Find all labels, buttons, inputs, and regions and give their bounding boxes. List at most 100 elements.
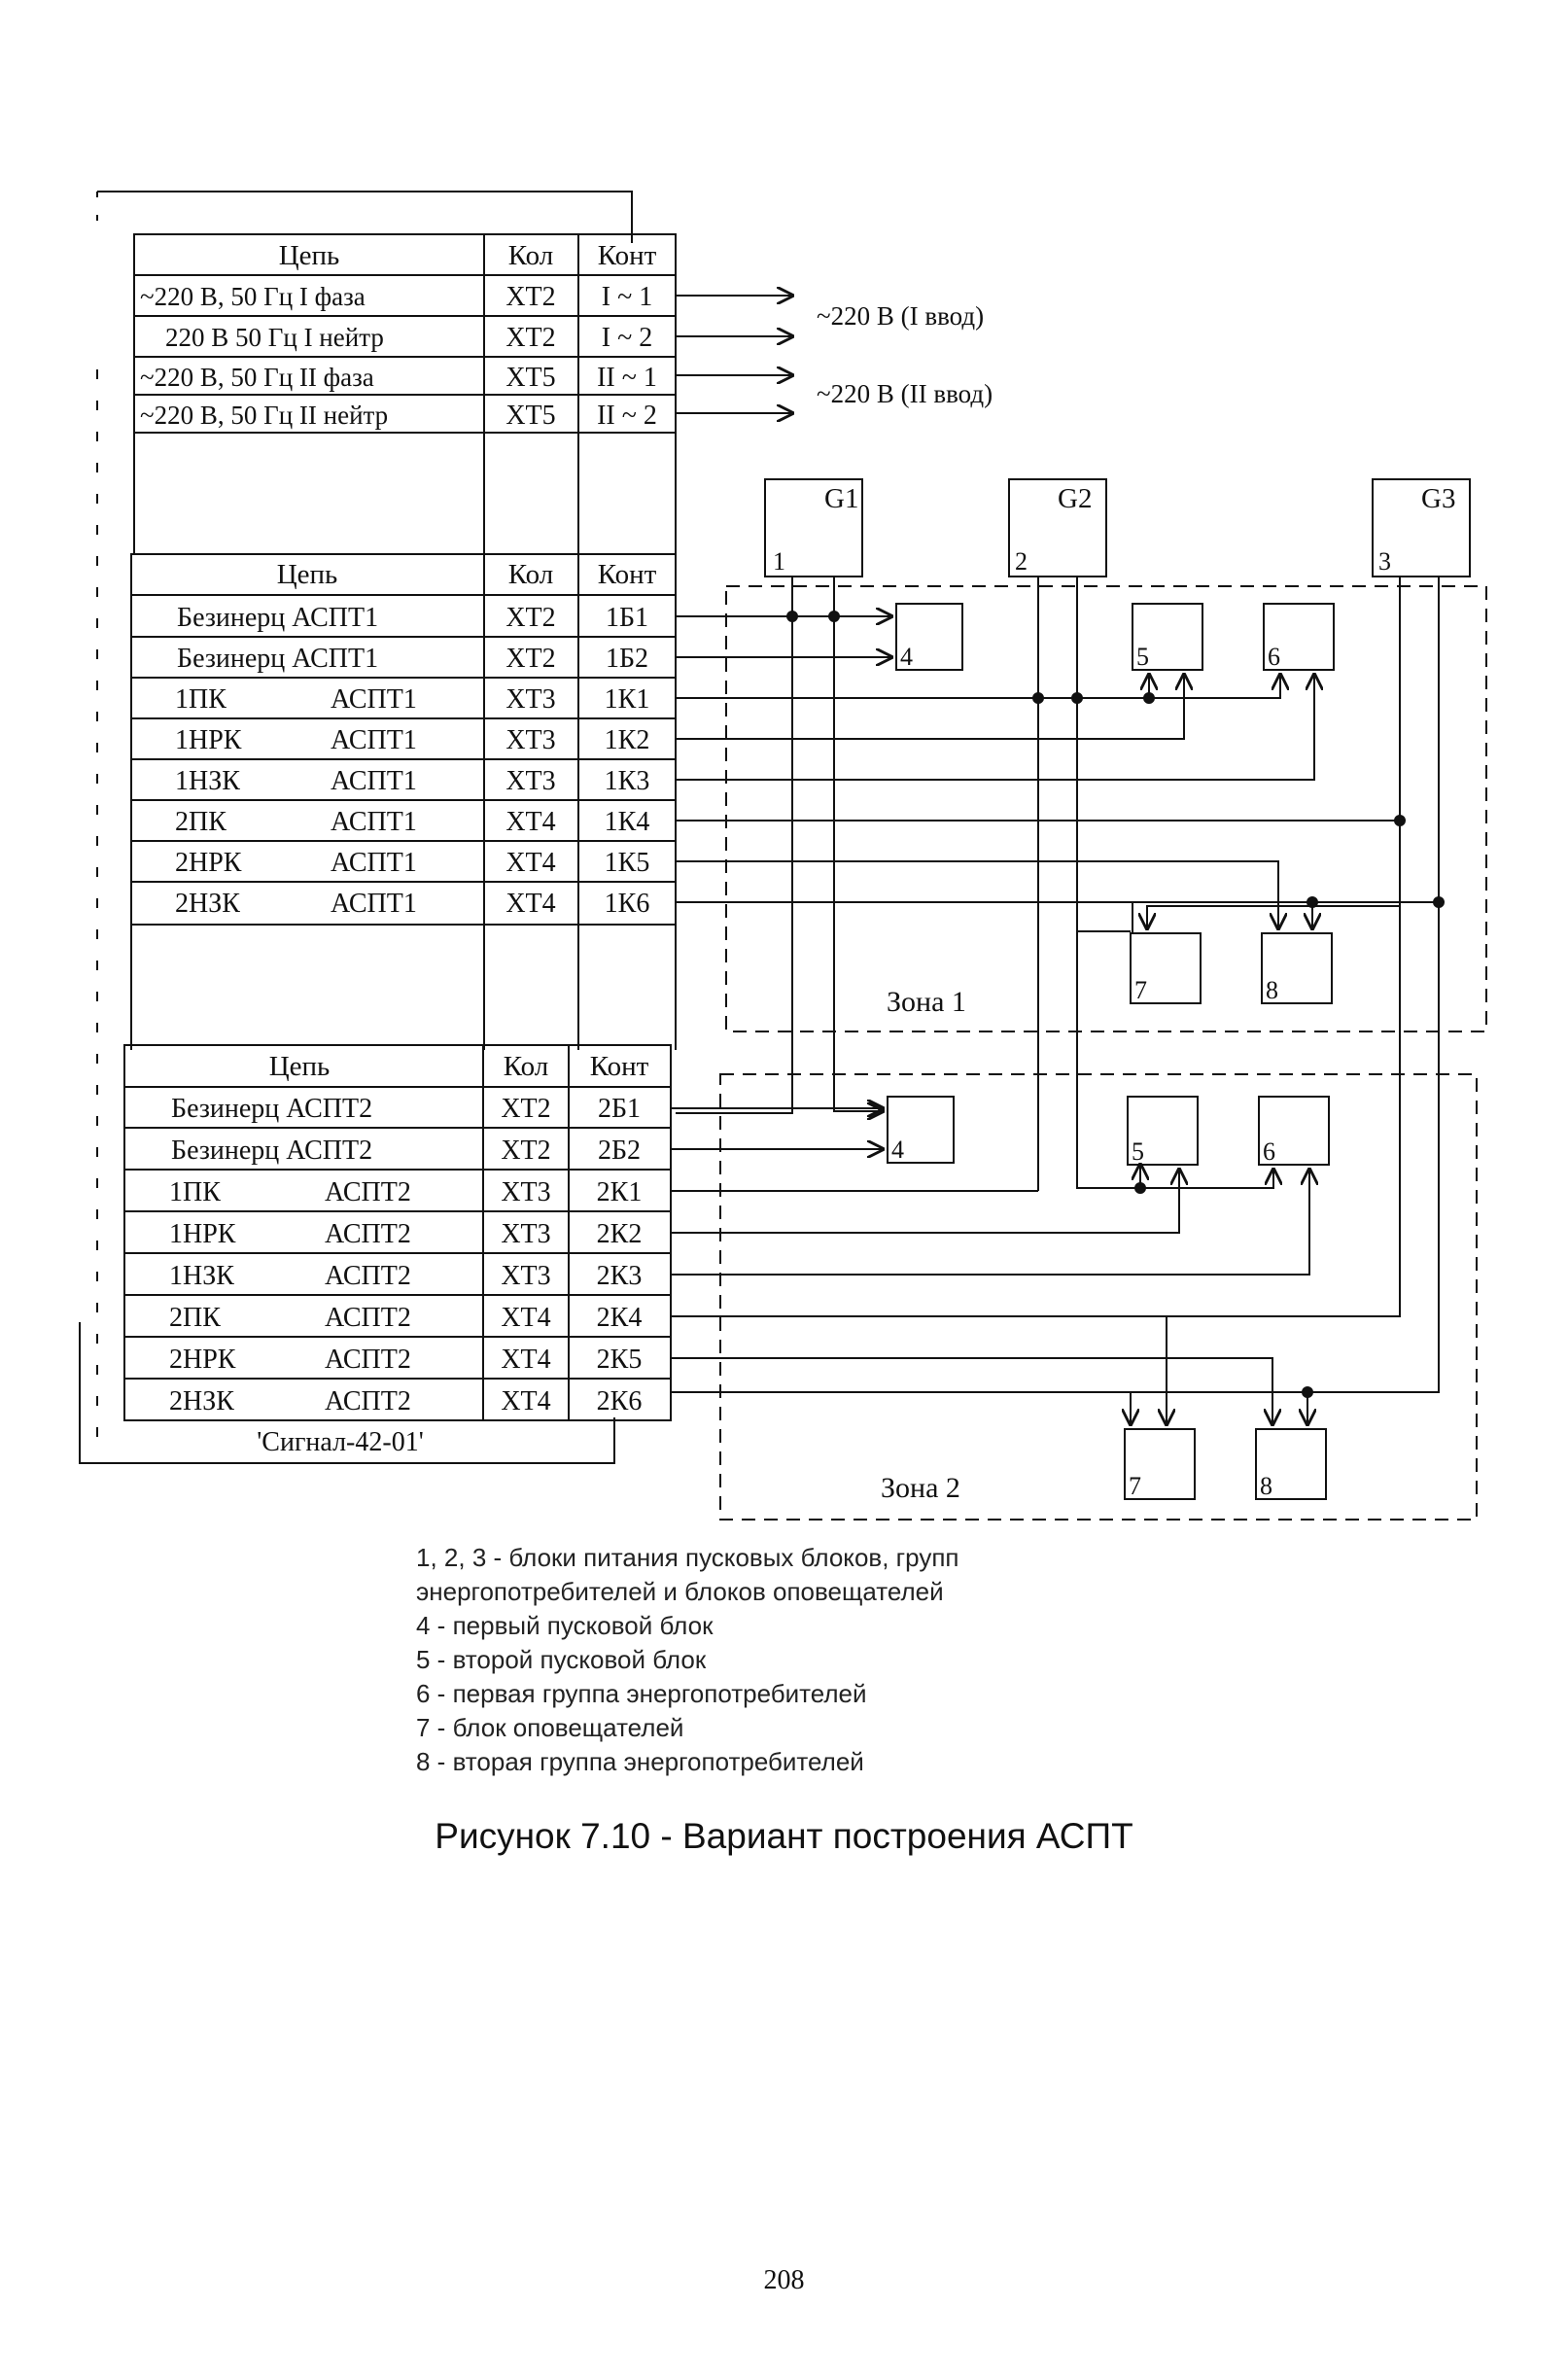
zone1-row-4-code: 1НРК bbox=[175, 725, 242, 755]
zone2-row-6-contact: 2К4 bbox=[597, 1303, 643, 1333]
zone2-row-6-block: XT4 bbox=[501, 1303, 550, 1333]
power-row-1-block: XT2 bbox=[505, 282, 555, 312]
zone2-block-4-number: 4 bbox=[891, 1136, 904, 1164]
zone1-row-6-contact: 1К4 bbox=[605, 807, 650, 837]
zone2-row-4-system: АСПТ2 bbox=[325, 1219, 411, 1249]
zone2-row-3-block: XT3 bbox=[501, 1177, 550, 1207]
zone2-block-7: 7 bbox=[1124, 1428, 1196, 1500]
zone1-block-5: 5 bbox=[1132, 603, 1203, 671]
zone2-block-5-number: 5 bbox=[1132, 1137, 1144, 1166]
zone1-block-8: 8 bbox=[1261, 932, 1333, 1004]
zone2-row-6-system: АСПТ2 bbox=[325, 1303, 411, 1333]
zone2-block-4: 4 bbox=[887, 1096, 955, 1164]
zone2-row-7-system: АСПТ2 bbox=[325, 1345, 411, 1375]
zone1-row-7-block: XT4 bbox=[505, 848, 555, 878]
zone1-block-4-number: 4 bbox=[900, 643, 913, 671]
zone2-wiring bbox=[671, 1108, 1312, 1424]
zone1-block-7: 7 bbox=[1130, 932, 1202, 1004]
zone1-row-2-contact: 1Б2 bbox=[606, 644, 648, 674]
zone1-row-5-contact: 1К3 bbox=[605, 766, 650, 796]
legend-item-5: 5 - второй пусковой блок bbox=[416, 1645, 707, 1674]
zone2-header-contact: Конт bbox=[590, 1051, 649, 1082]
zone1-row-3-system: АСПТ1 bbox=[331, 684, 417, 715]
zone1-row-4-system: АСПТ1 bbox=[331, 725, 417, 755]
power-row-4-circuit: ~220 В, 50 Гц II нейтр bbox=[140, 401, 388, 430]
zone1-block-6: 6 bbox=[1263, 603, 1335, 671]
aspt-wiring-diagram: Цепь Кол Конт ~220 В, 50 Гц I фаза XT2 I… bbox=[79, 191, 1487, 1521]
zone1-label: Зона 1 bbox=[887, 986, 966, 1018]
zone1-row-7-contact: 1К5 bbox=[605, 848, 650, 878]
power-table-header-terminal-block: Кол bbox=[508, 240, 554, 271]
supply-g2: G2 2 bbox=[1008, 478, 1107, 577]
zone2-row-6-code: 2ПК bbox=[169, 1303, 221, 1333]
zone2-row-3-code: 1ПК bbox=[169, 1177, 221, 1207]
power-table-header-circuit: Цепь bbox=[279, 240, 340, 271]
supply-g2-number: 2 bbox=[1015, 547, 1028, 576]
device-enclosure bbox=[79, 191, 633, 1464]
zone2-label: Зона 2 bbox=[881, 1472, 960, 1504]
zone2-row-8-system: АСПТ2 bbox=[325, 1386, 411, 1416]
zone1-block-8-number: 8 bbox=[1266, 976, 1278, 1004]
legend-item-8: 8 - вторая группа энергопотребителей bbox=[416, 1747, 864, 1776]
zone2-row-3-contact: 2К1 bbox=[597, 1177, 643, 1207]
zone2-row-8-block: XT4 bbox=[501, 1386, 550, 1416]
supply-g1: G1 1 bbox=[764, 478, 863, 577]
power-row-1-circuit: ~220 В, 50 Гц I фаза bbox=[140, 282, 366, 311]
zone1-row-3-code: 1ПК bbox=[175, 684, 226, 715]
zone2-row-2-contact: 2Б2 bbox=[598, 1136, 641, 1166]
supply-g1-name: G1 bbox=[824, 483, 858, 514]
legend-item-7: 7 - блок оповещателей bbox=[416, 1713, 684, 1742]
power-row-2-block: XT2 bbox=[505, 323, 555, 353]
legend-item-6: 6 - первая группа энергопотребителей bbox=[416, 1679, 867, 1708]
zone1-row-8-system: АСПТ1 bbox=[331, 889, 417, 919]
zone1-row-6-block: XT4 bbox=[505, 807, 555, 837]
power-row-3-contact: II ~ 1 bbox=[597, 363, 657, 393]
power-row-3-block: XT5 bbox=[505, 363, 555, 393]
zone1-block-4: 4 bbox=[895, 603, 963, 671]
legend: 1, 2, 3 - блоки питания пусковых блоков,… bbox=[416, 1541, 959, 1779]
power-row-4-block: XT5 bbox=[505, 401, 555, 431]
zone1-row-3-contact: 1К1 bbox=[605, 684, 650, 715]
zone2-row-2-circuit: Безинерц АСПТ2 bbox=[171, 1136, 372, 1166]
zone1-row-7-code: 2НРК bbox=[175, 848, 242, 878]
supply-g3-number: 3 bbox=[1378, 547, 1391, 576]
zone2-row-7-contact: 2К5 bbox=[597, 1345, 643, 1375]
zone2-row-8-code: 2НЗК bbox=[169, 1386, 234, 1416]
zone2-frame bbox=[719, 1073, 1478, 1521]
zone2-row-5-contact: 2К3 bbox=[597, 1261, 643, 1291]
supply-g2-name: G2 bbox=[1058, 483, 1092, 514]
zone2-block-6: 6 bbox=[1258, 1096, 1330, 1166]
zone2-block-8-number: 8 bbox=[1260, 1472, 1272, 1500]
legend-item-1-cont: энергопотребителей и блоков оповещателей bbox=[416, 1577, 944, 1606]
page-number: 208 bbox=[763, 2265, 805, 2295]
power-row-2-contact: I ~ 2 bbox=[602, 323, 652, 353]
zone1-row-6-code: 2ПК bbox=[175, 807, 226, 837]
power-table-header-contact: Конт bbox=[598, 240, 657, 271]
zone1-row-4-contact: 1К2 bbox=[605, 725, 650, 755]
zone2-row-4-block: XT3 bbox=[501, 1219, 550, 1249]
zone1-table: Цепь Кол Конт Безинерц АСПТ1 XT2 1Б1 Без… bbox=[130, 553, 677, 1050]
zone2-row-4-contact: 2К2 bbox=[597, 1219, 643, 1249]
legend-item-1: 1, 2, 3 - блоки питания пусковых блоков,… bbox=[416, 1543, 959, 1572]
zone2-row-8-contact: 2К6 bbox=[597, 1386, 643, 1416]
zone2-row-1-circuit: Безинерц АСПТ2 bbox=[171, 1094, 372, 1124]
zone2-table: Цепь Кол Конт Безинерц АСПТ2 XT2 2Б1 Без… bbox=[123, 1044, 672, 1457]
zone1-block-6-number: 6 bbox=[1268, 643, 1280, 671]
zone2-block-8: 8 bbox=[1255, 1428, 1327, 1500]
zone1-row-5-block: XT3 bbox=[505, 766, 555, 796]
zone2-row-4-code: 1НРК bbox=[169, 1219, 236, 1249]
zone2-row-5-block: XT3 bbox=[501, 1261, 550, 1291]
zone1-row-3-block: XT3 bbox=[505, 684, 555, 715]
zone2-block-7-number: 7 bbox=[1129, 1472, 1141, 1500]
zone2-row-1-contact: 2Б1 bbox=[598, 1094, 641, 1124]
zone1-header-block: Кол bbox=[508, 559, 554, 590]
power-row-2-circuit: 220 В 50 Гц I нейтр bbox=[165, 323, 384, 352]
zone1-frame bbox=[725, 585, 1487, 1032]
zone2-header-circuit: Цепь bbox=[269, 1051, 331, 1082]
power-row-4-contact: II ~ 2 bbox=[597, 401, 657, 431]
zone1-row-6-system: АСПТ1 bbox=[331, 807, 417, 837]
zone2-row-7-block: XT4 bbox=[501, 1345, 550, 1375]
zone1-header-contact: Конт bbox=[598, 559, 657, 590]
zone1-row-5-code: 1НЗК bbox=[175, 766, 240, 796]
zone1-row-2-circuit: Безинерц АСПТ1 bbox=[177, 644, 378, 674]
